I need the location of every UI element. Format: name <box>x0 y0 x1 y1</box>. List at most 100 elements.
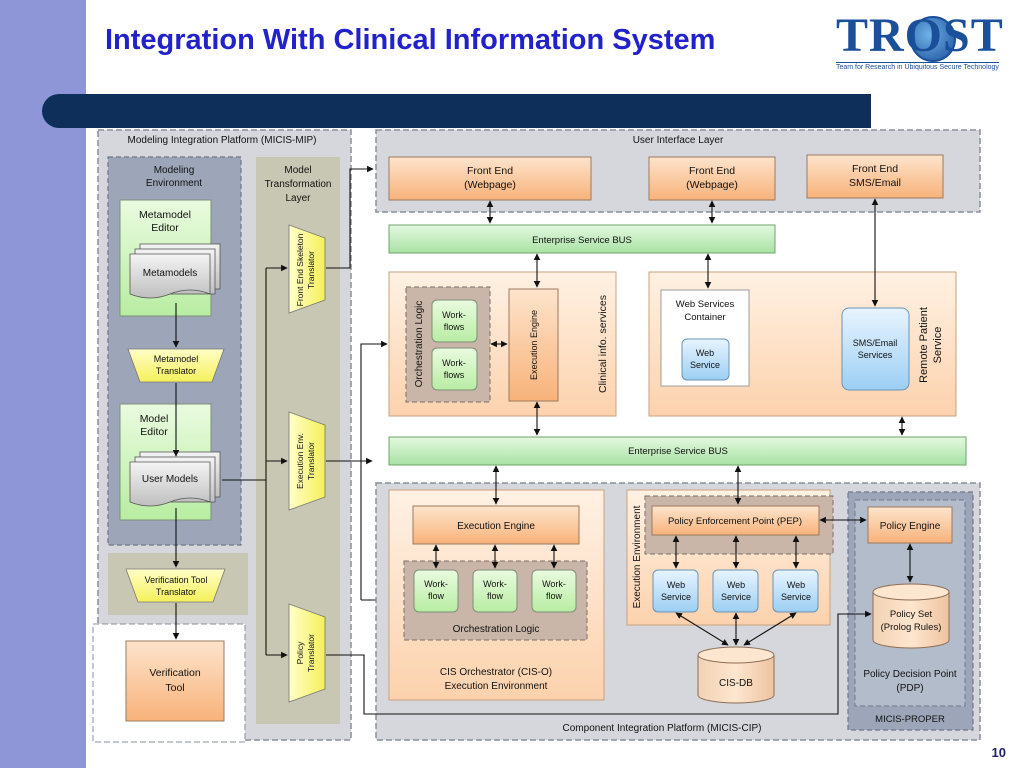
fe-translator-label-1: Front End Skeleton <box>295 233 305 306</box>
pdp-label-1: Policy Decision Point <box>863 669 957 680</box>
verification-tool-translator <box>125 568 226 603</box>
workflows-box-2 <box>431 347 478 391</box>
exec-engine-vertical-label: Execution Engine <box>529 310 539 380</box>
cis-o-footer-2: Execution Environment <box>445 681 548 692</box>
ws-container-label-2: Container <box>684 312 725 323</box>
fe2-label-2: (Webpage) <box>686 179 738 191</box>
metamodel-translator-label-2: Translator <box>156 366 196 376</box>
fe1-label-1: Front End <box>467 165 513 177</box>
cip-ws2-label-1: Web <box>727 580 745 590</box>
left-accent-bar <box>0 0 86 768</box>
slide-title: Integration With Clinical Information Sy… <box>105 24 716 56</box>
user-models-label: User Models <box>142 474 198 485</box>
model-editor-label-1: Model <box>140 413 169 425</box>
user-models-document-stack: User Models <box>129 451 221 507</box>
cis-orch-logic-label: Orchestration Logic <box>453 624 540 635</box>
verification-translator-label-2: Translator <box>156 587 196 597</box>
policy-engine-label: Policy Engine <box>880 521 941 532</box>
logo-tagline: Team for Research in Ubiquitous Secure T… <box>836 62 999 71</box>
ws-to-db-arrows <box>675 612 797 646</box>
policy-set-label-1: Policy Set <box>890 609 933 620</box>
fe1-label-2: (Webpage) <box>464 179 516 191</box>
workflows-box-1 <box>431 299 478 343</box>
cip-web-service-1 <box>652 569 699 613</box>
cis-wf3-label-1: Work- <box>542 579 566 589</box>
fe3-label-2: SMS/Email <box>849 177 901 189</box>
policy-enforcement-point <box>651 505 820 536</box>
cip-ws1-label-1: Web <box>667 580 685 590</box>
wf1-label-1: Work- <box>442 310 466 320</box>
arrow-policy-translator-to-set <box>326 610 872 715</box>
metamodel-translator <box>127 348 225 383</box>
mtl-title-3: Layer <box>285 193 311 204</box>
cis-o-footer-1: CIS Orchestrator (CIS-O) <box>440 667 552 678</box>
micis-mip-label: Modeling Integration Platform (MICIS-MIP… <box>128 135 317 146</box>
cis-wf1-label-2: flow <box>428 591 445 601</box>
cis-workflow-1 <box>413 569 459 613</box>
wf1-label-2: flows <box>444 322 465 332</box>
sms-services-label-2: Services <box>858 350 893 360</box>
ui-layer-label: User Interface Layer <box>633 135 724 146</box>
wf2-label-2: flows <box>444 370 465 380</box>
ws-box-label-2: Service <box>690 360 720 370</box>
arrow-to-clinical-orch <box>360 340 388 600</box>
cis-db-cylinder: CIS-DB <box>697 646 775 704</box>
model-to-translator-connectors <box>222 264 288 659</box>
modeling-env-title-2: Environment <box>146 178 202 189</box>
cis-workflow-2 <box>472 569 518 613</box>
policy-translator-label-1: Policy <box>295 641 305 664</box>
cip-ws3-label-1: Web <box>787 580 805 590</box>
cip-ws1-label-2: Service <box>661 592 691 602</box>
sms-services-label-1: SMS/Email <box>853 338 898 348</box>
enterprise-service-bus-top <box>388 224 776 254</box>
mtl-title-2: Transformation <box>265 179 332 190</box>
arrow-fe-translator-to-ui <box>326 165 374 269</box>
fe3-label-1: Front End <box>852 163 898 175</box>
modeling-env-title-1: Modeling <box>154 165 195 176</box>
web-service-box <box>681 338 730 381</box>
globe-icon <box>910 16 956 62</box>
orchestration-logic-label: Orchestration Logic <box>414 301 425 388</box>
cis-wf2-label-2: flow <box>487 591 504 601</box>
front-end-sms-email <box>806 154 944 199</box>
cip-label: Component Integration Platform (MICIS-CI… <box>563 723 762 734</box>
metamodels-label: Metamodels <box>143 268 197 279</box>
cis-exec-engine-label: Execution Engine <box>457 521 535 532</box>
enterprise-service-bus-mid <box>388 436 967 466</box>
front-end-skeleton-translator: Front End Skeleton Translator <box>288 224 326 314</box>
cis-wf2-label-1: Work- <box>483 579 507 589</box>
mtl-title-1: Model <box>284 165 311 176</box>
remote-patient-label-2: Service <box>932 327 944 364</box>
pdp-label-2: (PDP) <box>896 683 923 694</box>
ws-box-label-1: Web <box>696 348 714 358</box>
esb-top-label: Enterprise Service BUS <box>532 235 632 246</box>
cis-db-label: CIS-DB <box>719 678 753 689</box>
fe2-label-1: Front End <box>689 165 735 177</box>
front-end-webpage-1 <box>388 156 592 201</box>
verification-translator-label-1: Verification Tool <box>145 575 208 585</box>
cip-ws3-label-2: Service <box>781 592 811 602</box>
micis-proper-label: MICIS-PROPER <box>875 714 945 725</box>
metamodel-editor-label-2: Editor <box>151 222 179 234</box>
policy-engine-box <box>867 506 953 544</box>
logo-wordmark: TROST <box>836 9 1004 62</box>
policy-translator-label-2: Translator <box>306 634 316 672</box>
ws-container-label-1: Web Services <box>676 299 735 310</box>
clinical-side-label: Clinical info. services <box>597 295 609 393</box>
verification-tool-box <box>125 640 225 722</box>
policy-set-label-2: (Prolog Rules) <box>881 622 942 633</box>
execution-engine-vertical <box>508 288 559 402</box>
verification-tool-label-2: Tool <box>165 682 184 694</box>
metamodel-translator-label-1: Metamodel <box>154 354 199 364</box>
cis-wf1-label-1: Work- <box>424 579 448 589</box>
exec-translator-label-2: Translator <box>306 442 316 480</box>
verification-tool-label-1: Verification <box>149 667 201 679</box>
esb-mid-label: Enterprise Service BUS <box>628 446 728 457</box>
cis-wf3-label-2: flow <box>546 591 563 601</box>
wf2-label-1: Work- <box>442 358 466 368</box>
sms-email-services <box>841 307 910 391</box>
cis-execution-engine <box>412 505 580 545</box>
pep-label: Policy Enforcement Point (PEP) <box>668 516 802 527</box>
trost-logo: TROST Team for Research in Ubiquitous Se… <box>836 9 1014 71</box>
